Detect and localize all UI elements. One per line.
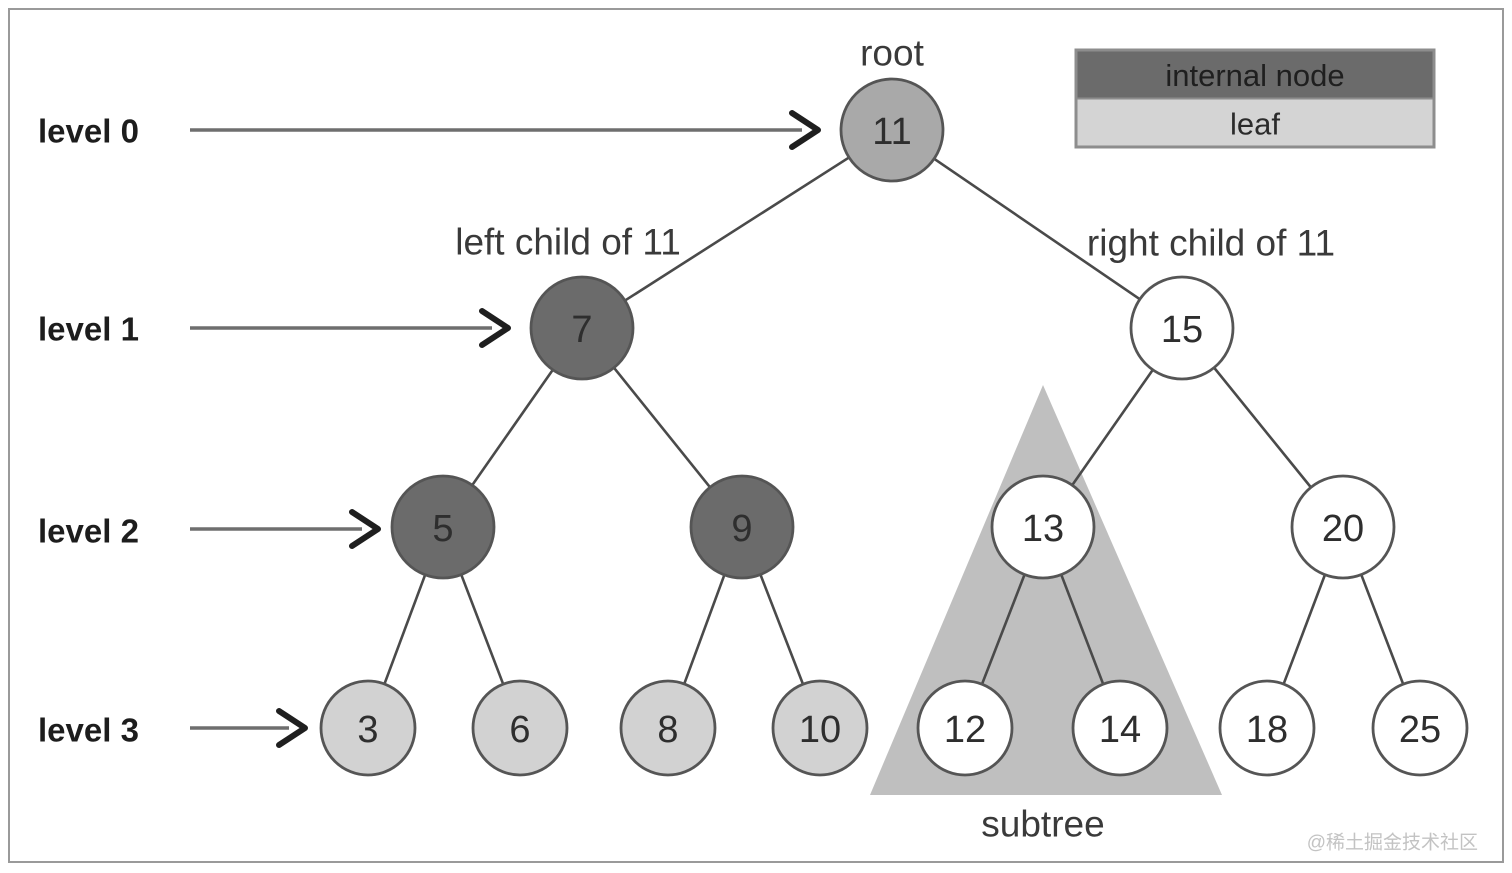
tree-edge-11-15 <box>932 157 1142 301</box>
tree-edge-7-9 <box>612 366 712 489</box>
node-circle-7 <box>529 275 635 381</box>
tree-node-10[interactable]: 10 <box>771 679 869 777</box>
node-value-11: 11 <box>872 111 911 153</box>
level-label-1: level 1 <box>38 311 139 348</box>
node-circle-20 <box>1290 474 1396 580</box>
legend-label-1: leaf <box>1230 106 1280 141</box>
tree-edge-20-25 <box>1359 573 1405 686</box>
tree-node-25[interactable]: 25 <box>1371 679 1469 777</box>
legend-label-0: internal node <box>1165 58 1344 93</box>
tree-node-20[interactable]: 20 <box>1290 474 1396 580</box>
tree-edge-5-3 <box>382 573 427 686</box>
node-circle-15 <box>1129 275 1235 381</box>
node-circle-14 <box>1071 679 1169 777</box>
node-value-25: 25 <box>1399 709 1441 751</box>
legend-swatch-0 <box>1076 50 1434 99</box>
level-label-3: level 3 <box>38 712 139 749</box>
legend-swatch-1 <box>1076 98 1434 147</box>
annotations-group: root left child of 11 right child of 11 sub… <box>455 33 1335 845</box>
tree-edges-group <box>382 155 1405 686</box>
node-circle-3 <box>319 679 417 777</box>
node-value-5: 5 <box>432 508 453 550</box>
node-circle-18 <box>1218 679 1316 777</box>
node-circle-12 <box>916 679 1014 777</box>
watermark-group: @稀土掘金技术社区 <box>1307 832 1478 854</box>
node-circle-6 <box>471 679 569 777</box>
node-value-14: 14 <box>1099 709 1141 751</box>
level-arrow-2 <box>190 509 381 549</box>
root-label: root <box>860 33 924 74</box>
tree-edge-20-18 <box>1282 573 1327 686</box>
level-arrows-group <box>190 110 821 748</box>
tree-node-14[interactable]: 14 <box>1071 679 1169 777</box>
node-circle-5 <box>390 474 496 580</box>
level-arrow-1 <box>190 308 511 348</box>
right-child-label: right child of 11 <box>1087 223 1335 264</box>
node-circle-10 <box>771 679 869 777</box>
node-value-3: 3 <box>357 709 378 751</box>
level-arrow-head-1 <box>479 308 511 348</box>
level-arrow-0 <box>190 110 821 150</box>
node-value-15: 15 <box>1161 309 1203 351</box>
node-value-6: 6 <box>509 709 530 751</box>
node-circle-8 <box>619 679 717 777</box>
node-value-13: 13 <box>1022 508 1064 550</box>
subtree-label: subtree <box>981 804 1104 845</box>
node-value-7: 7 <box>571 309 592 351</box>
tree-edge-5-6 <box>459 573 505 686</box>
tree-node-5[interactable]: 5 <box>390 474 496 580</box>
node-value-20: 20 <box>1322 508 1364 550</box>
tree-node-8[interactable]: 8 <box>619 679 717 777</box>
watermark-text: @稀土掘金技术社区 <box>1307 832 1478 854</box>
node-circle-25 <box>1371 679 1469 777</box>
tree-edge-11-7 <box>623 155 851 303</box>
tree-edge-9-10 <box>758 573 805 686</box>
tree-node-18[interactable]: 18 <box>1218 679 1316 777</box>
legend-row-internal-node: internal node <box>1076 50 1434 99</box>
legend-group: internal node leaf <box>1074 48 1436 149</box>
tree-node-9[interactable]: 9 <box>689 474 795 580</box>
node-value-9: 9 <box>731 508 752 550</box>
tree-edge-7-5 <box>470 368 555 487</box>
level-arrow-head-3 <box>276 708 308 748</box>
level-arrow-head-0 <box>789 110 821 150</box>
level-arrow-3 <box>190 708 308 748</box>
node-circle-13 <box>990 474 1096 580</box>
left-child-label: left child of 11 <box>455 222 681 263</box>
tree-node-3[interactable]: 3 <box>319 679 417 777</box>
legend-row-leaf: leaf <box>1076 98 1434 147</box>
tree-node-12[interactable]: 12 <box>916 679 1014 777</box>
tree-node-6[interactable]: 6 <box>471 679 569 777</box>
level-arrow-head-2 <box>349 509 381 549</box>
level-labels-group: level 0 level 1 level 2 level 3 <box>38 113 139 749</box>
node-circle-11 <box>839 77 945 183</box>
tree-edge-9-8 <box>682 573 726 686</box>
node-value-10: 10 <box>799 709 841 751</box>
node-value-12: 12 <box>944 709 986 751</box>
tree-node-15[interactable]: 15 <box>1129 275 1235 381</box>
tree-edge-13-12 <box>980 573 1027 686</box>
level-label-0: level 0 <box>38 113 139 150</box>
tree-node-11[interactable]: 11 <box>839 77 945 183</box>
tree-node-7[interactable]: 7 <box>529 275 635 381</box>
node-circle-9 <box>689 474 795 580</box>
node-value-8: 8 <box>657 709 678 751</box>
level-label-2: level 2 <box>38 513 139 550</box>
tree-nodes-group: 11 7 15 5 9 13 20 3 6 8 10 12 14 18 25 <box>319 77 1469 777</box>
tree-node-13[interactable]: 13 <box>990 474 1096 580</box>
node-value-18: 18 <box>1246 709 1288 751</box>
tree-edge-13-14 <box>1059 573 1105 686</box>
tree-edge-15-13 <box>1070 368 1155 487</box>
tree-edge-15-20 <box>1212 366 1313 489</box>
